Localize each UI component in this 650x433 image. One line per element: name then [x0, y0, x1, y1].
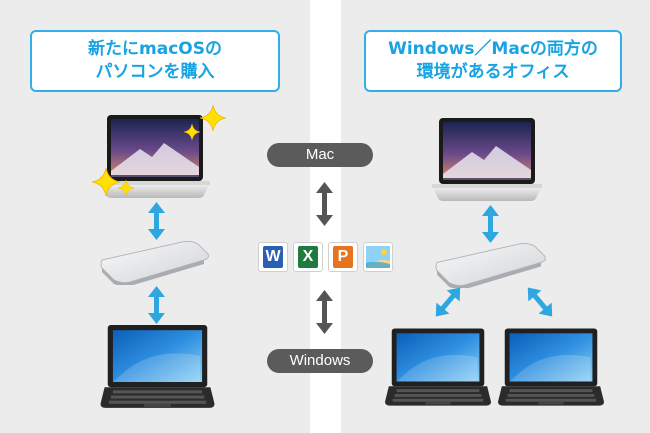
windows-label: Windows	[267, 349, 373, 373]
right-windows-laptop-1-image	[385, 328, 491, 406]
double-arrow-icon	[316, 182, 333, 226]
word-letter: W	[263, 246, 283, 268]
double-arrow-icon	[148, 286, 165, 324]
powerpoint-icon: P	[328, 242, 358, 272]
left-windows-laptop-image	[100, 325, 215, 408]
double-arrow-icon	[435, 287, 461, 317]
double-arrow-icon	[527, 287, 553, 317]
powerpoint-letter: P	[333, 246, 353, 268]
mac-label: Mac	[267, 143, 373, 167]
left-hdd-image	[100, 240, 209, 285]
left-callout-line-1: 新たにmacOSの	[88, 39, 222, 59]
left-macbook-image	[100, 115, 210, 198]
left-callout: 新たにmacOSの パソコンを購入	[30, 30, 280, 92]
right-macbook-image	[432, 118, 542, 201]
right-callout-line-2: 環境があるオフィス	[416, 62, 570, 82]
right-callout: Windows／Macの両方の 環境があるオフィス	[364, 30, 622, 92]
photo-icon	[363, 242, 393, 272]
excel-letter: X	[298, 246, 318, 268]
left-callout-line-2: パソコンを購入	[95, 62, 215, 82]
right-windows-laptop-2-image	[498, 328, 604, 406]
word-icon: W	[258, 242, 288, 272]
right-callout-line-1: Windows／Macの両方の	[388, 39, 598, 59]
double-arrow-icon	[482, 205, 499, 243]
double-arrow-icon	[148, 202, 165, 240]
sparkle-icon	[200, 105, 226, 131]
double-arrow-icon	[316, 290, 333, 334]
excel-icon: X	[293, 242, 323, 272]
right-hdd-image	[435, 242, 546, 288]
